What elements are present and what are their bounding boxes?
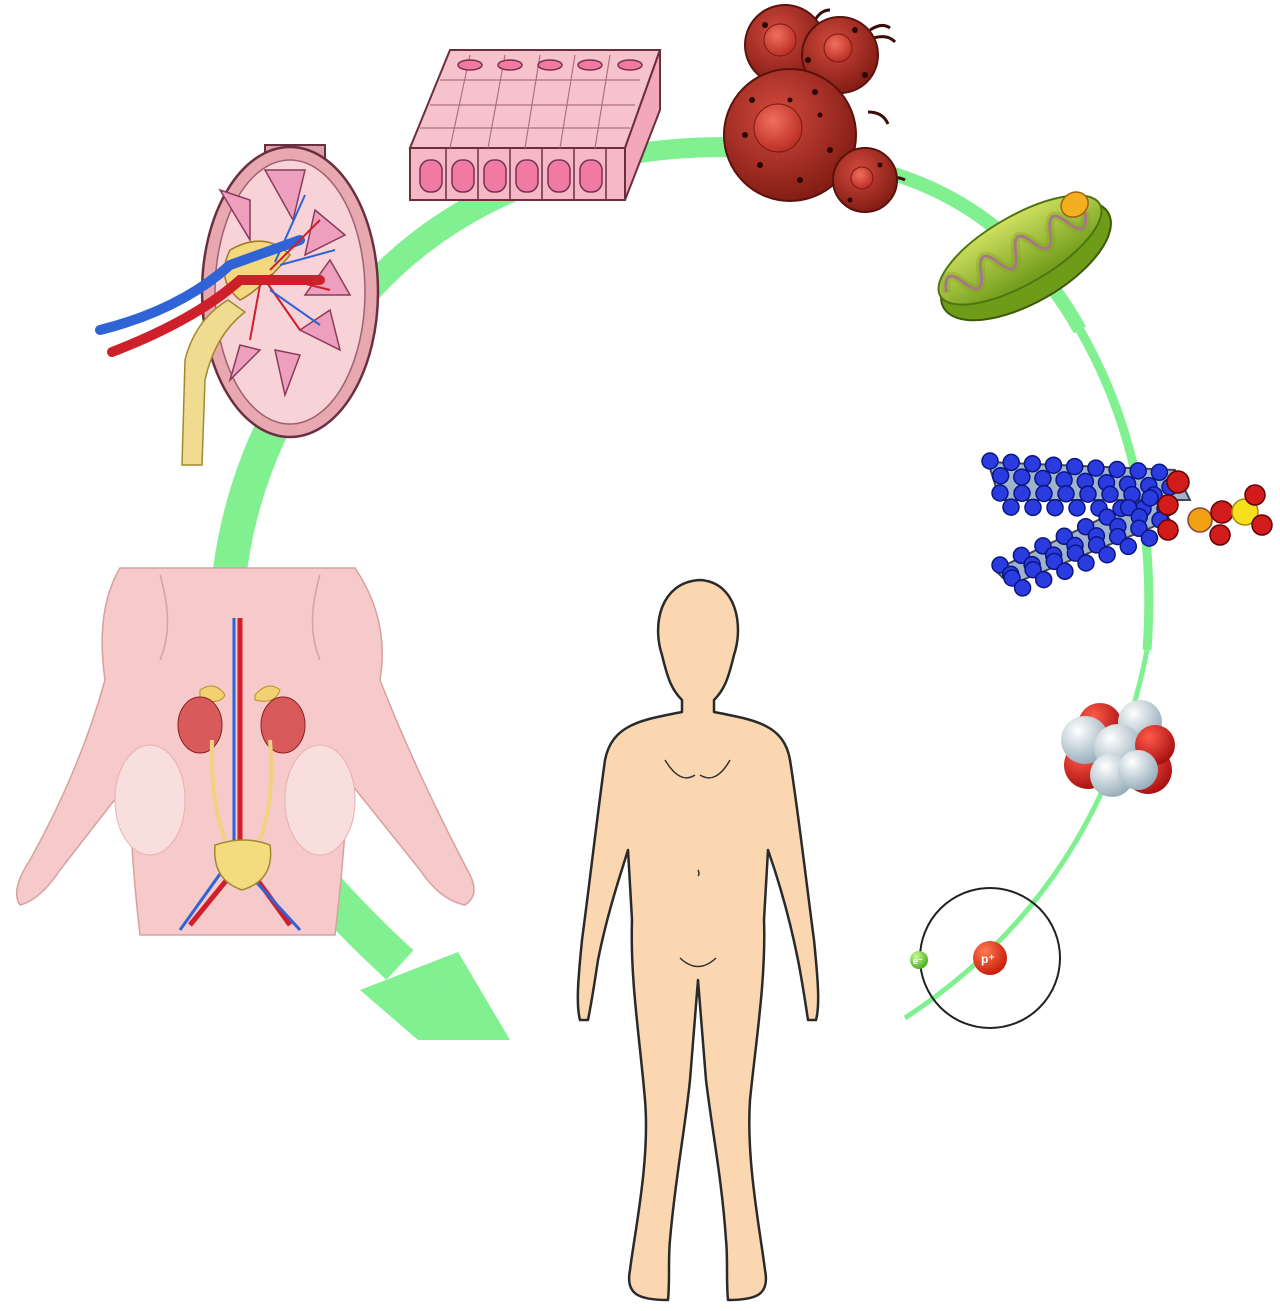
tissue-icon — [408, 49, 662, 201]
electron-label: e⁻ — [913, 956, 923, 966]
electron — [910, 951, 928, 969]
macromolecule-bead — [1098, 545, 1116, 564]
cycle-arrow-tail — [903, 649, 1150, 1021]
macromolecule-bead — [1101, 485, 1119, 504]
macromolecule-bead — [1119, 537, 1138, 556]
macromolecule-bead — [1140, 529, 1159, 547]
macromolecule-bead — [1002, 453, 1020, 472]
macromolecule-bead — [1045, 552, 1064, 571]
macromolecule-bead — [1034, 570, 1053, 589]
macromolecule-bead — [1013, 484, 1031, 503]
macromolecule-bead — [1108, 527, 1127, 546]
proton-label: p⁺ — [981, 952, 995, 966]
macromolecule-bead — [981, 452, 999, 470]
macromolecule-bead — [1003, 569, 1021, 587]
macromolecule-bead — [1024, 560, 1042, 579]
macromolecule-bead — [1150, 463, 1169, 482]
macromolecule-bead — [1077, 554, 1095, 572]
macromolecule-bead — [1129, 462, 1147, 480]
macromolecule-bead — [991, 484, 1009, 502]
macromolecule-bead — [1035, 484, 1053, 503]
human-body-icon — [576, 578, 820, 1302]
macromolecule-bead — [1013, 579, 1032, 597]
urinary-system-icon — [15, 567, 475, 936]
macromolecule-bead — [1079, 485, 1097, 503]
macromolecule-bead — [1141, 489, 1159, 507]
macromolecule-bead — [1002, 498, 1020, 516]
mitochondrion-icon — [937, 191, 1112, 322]
macromolecule-bead — [1056, 562, 1074, 581]
macromolecule-bead — [1034, 469, 1052, 488]
kidney-icon — [95, 144, 380, 466]
macromolecule-bead — [1023, 455, 1042, 473]
macromolecule-bead — [1024, 498, 1042, 517]
macromolecule-bead — [1065, 457, 1084, 476]
macromolecule-bead — [1108, 460, 1126, 479]
cell-icon — [723, 4, 906, 213]
cycle-arrow-head — [418, 952, 510, 1040]
atom-icon: p⁺ e⁻ — [910, 887, 1061, 1029]
macromolecule-bead — [1046, 498, 1064, 517]
macromolecule-bead — [1068, 499, 1086, 517]
macromolecule-bead — [1044, 456, 1063, 474]
macromolecule-bead — [1066, 544, 1085, 562]
macromolecule-bead — [1013, 468, 1031, 486]
molecule-icon — [1061, 700, 1175, 797]
proton — [973, 941, 1007, 975]
macromolecule-bead — [991, 466, 1010, 485]
macromolecule-bead — [1057, 485, 1075, 503]
macromolecule-bead — [1087, 459, 1105, 477]
macromolecule-icon — [981, 452, 1273, 597]
